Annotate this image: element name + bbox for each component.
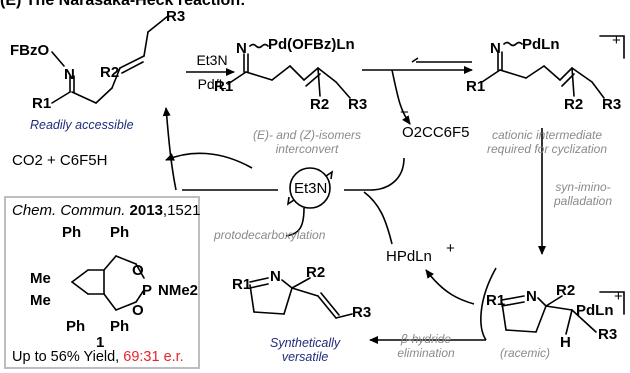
reference-box: Chem. Commun. 2013,1521 Ph Ph Me Me O O … [4, 196, 200, 369]
alkyl-pd-bracket [599, 291, 625, 315]
yield-line: Up to 56% Yield, 69:31 e.r. [12, 349, 184, 365]
adduct-n-label: N [236, 40, 247, 57]
product-r3-label: R3 [352, 304, 372, 321]
syn-note-line2: palladation [553, 194, 613, 208]
arrow-hpdln-release [425, 269, 475, 305]
synthetically-note: Synthetically versatile [270, 336, 340, 364]
reaction-arrows [162, 57, 546, 344]
catalyst-reagent: Pd/L [197, 76, 227, 92]
cationic-n-label: N [490, 40, 501, 57]
reference-page: ,1521 [162, 202, 201, 219]
reference-citation: Chem. Commun. 2013,1521 [12, 202, 200, 219]
product-structure [249, 277, 353, 319]
ligand-o-bottom: O [132, 302, 144, 319]
ligand-me-bottom: Me [30, 292, 51, 309]
cationic-pd-label: PdLn [522, 36, 560, 53]
cationic-note-line2: required for cyclization [486, 142, 608, 156]
carboxylate-label: O2CC6F5 [402, 124, 470, 141]
substrate-structure [51, 15, 169, 104]
ligand-ph-bottom-right: Ph [110, 318, 130, 335]
scheme-header: (E) The Narasaka-Heck reaction: [0, 0, 246, 9]
reference-journal: Chem. Commun. [12, 202, 126, 219]
isomers-note: (E)- and (Z)-isomers interconvert [242, 128, 372, 156]
cationic-charge: + [612, 32, 621, 49]
product-r1-label: R1 [232, 276, 252, 293]
et3n-cycle-label: Et3N [294, 180, 328, 197]
enantiomeric-ratio: 69:31 e.r. [123, 349, 184, 365]
adduct-r1-label: R1 [214, 78, 234, 95]
base-reagent: Et3N [196, 52, 228, 68]
arrow-hpdln-return [363, 191, 393, 245]
readily-accessible-note: Readily accessible [30, 118, 134, 132]
ligand-ph-bottom-left: Ph [66, 318, 86, 335]
alkyl-pd-structure [501, 291, 625, 335]
ligand-nme2: NMe2 [158, 282, 199, 299]
substrate-r1-label: R1 [32, 95, 52, 112]
wavy-bond [249, 43, 269, 49]
adduct-r3-label: R3 [348, 96, 368, 113]
protodecarboxylation-note: protodecarboxylation [214, 228, 326, 242]
beta-note-line2: elimination [397, 346, 455, 360]
synthetically-note-line1: Synthetically [270, 336, 341, 350]
carboxylate-minus: − [400, 104, 409, 121]
ligand-p: P [142, 282, 153, 299]
beta-note-line1: β-hydride [400, 332, 452, 346]
arrow-regenerate [162, 107, 177, 191]
reference-year: 2013 [129, 202, 163, 219]
product-n-label: N [270, 268, 281, 285]
alkyl-pd-label: PdLn [576, 302, 614, 319]
substrate-n-label: N [64, 66, 75, 83]
et3n-cycle-ring [286, 167, 334, 209]
alkyl-charge: + [614, 288, 623, 305]
racemic-note: (racemic) [500, 346, 550, 360]
alkyl-h-label: H [560, 334, 571, 351]
byproducts-label: CO2 + C6F5H [12, 152, 108, 169]
isomers-note-line2: interconvert [275, 142, 339, 156]
ligand-ph-top-right: Ph [110, 224, 130, 241]
alkyl-r3-label: R3 [598, 326, 618, 343]
substrate-r2-label: R2 [100, 64, 120, 81]
arrow-co2-release [165, 152, 253, 169]
arrow-protodecarboxylation [285, 207, 305, 237]
synthetically-note-line2: versatile [281, 350, 329, 364]
alkyl-r1-label: R1 [486, 292, 506, 309]
ligand-o-top: O [132, 262, 144, 279]
ligand-ph-top-left: Ph [62, 224, 82, 241]
alkyl-n-label: N [526, 288, 537, 305]
alkyl-r2-label: R2 [556, 282, 576, 299]
adduct-r2-label: R2 [310, 96, 330, 113]
adduct-pd-label: Pd(OFBz)Ln [268, 36, 355, 53]
ligand-number: 1 [96, 334, 105, 351]
et3n-cycle-arrowhead [325, 170, 334, 180]
cationic-note: cationic intermediate required for cycli… [472, 128, 622, 156]
ligand-me-top: Me [30, 270, 51, 287]
arrow-carboxylate-return [344, 157, 405, 191]
yield-text: Up to 56% Yield, [12, 349, 124, 365]
arrow-beta-hydride [480, 267, 497, 341]
adduct-structure [227, 43, 351, 99]
ligand-structure [71, 255, 145, 311]
substrate-oxime-group: FBzO [10, 42, 50, 59]
cationic-note-line1: cationic intermediate [491, 128, 603, 142]
arrow-equilibrium-barb [411, 57, 419, 63]
hydride-charge: + [446, 240, 455, 257]
cationic-r2-label: R2 [564, 96, 584, 113]
isomers-note-line1: (E)- and (Z)-isomers [252, 128, 361, 142]
syn-note-line1: syn-imino- [555, 180, 611, 194]
cationic-structure [481, 35, 625, 99]
beta-note: β-hydride elimination [386, 332, 466, 360]
cationic-r3-label: R3 [602, 96, 622, 113]
hydride-label: HPdLn [386, 248, 432, 265]
arrow-carboxylate-release [391, 69, 411, 125]
cationic-bracket [599, 35, 625, 59]
substrate-r3-label: R3 [166, 8, 186, 25]
product-r2-label: R2 [306, 264, 326, 281]
cationic-r1-label: R1 [466, 78, 486, 95]
syn-note: syn-imino- palladation [548, 180, 618, 208]
